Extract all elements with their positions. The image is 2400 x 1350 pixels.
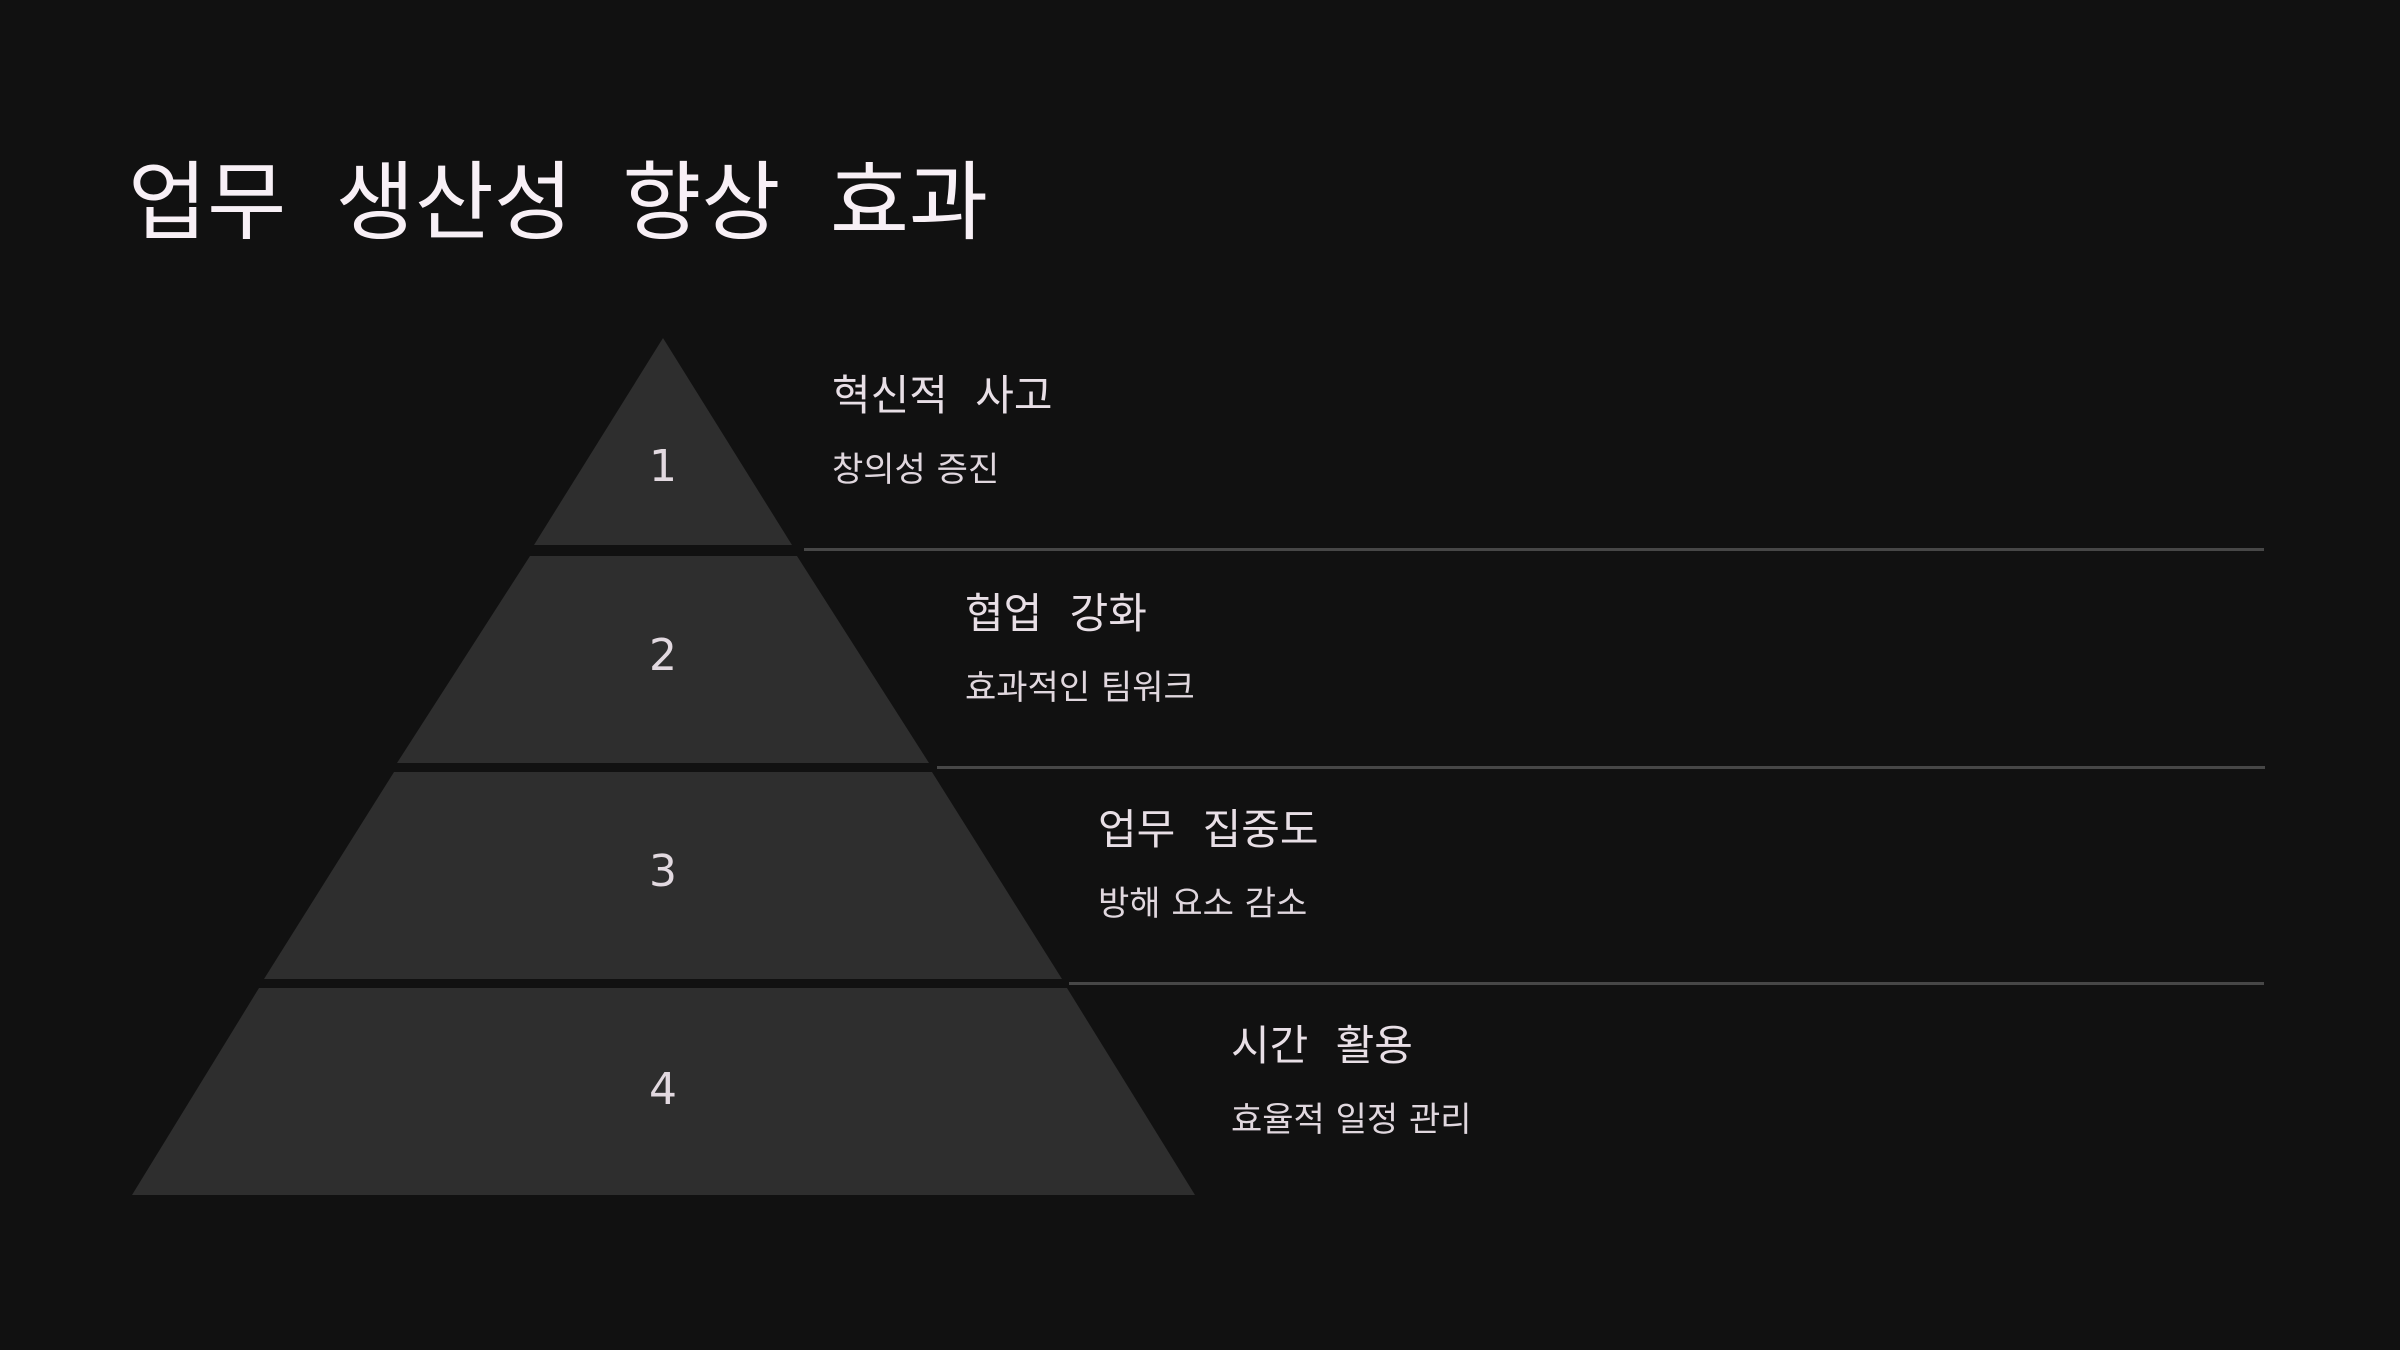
divider-3 — [1069, 982, 2264, 985]
tier-3-heading: 업무 집중도 — [1098, 805, 1319, 854]
tier-4-number: 4 — [649, 1064, 677, 1115]
tier-2-number: 2 — [649, 630, 677, 681]
tier-4-subtext: 효율적 일정 관리 — [1231, 1100, 1472, 1140]
slide-title: 업무 생산성 향상 효과 — [128, 153, 989, 253]
tier-1-subtext: 창의성 증진 — [832, 450, 1000, 490]
tier-3-number: 3 — [649, 846, 677, 897]
tier-1-number: 1 — [649, 441, 677, 492]
divider-2 — [937, 766, 2265, 769]
pyramid-tier-2 — [397, 556, 929, 763]
pyramid-tier-4 — [132, 988, 1195, 1195]
pyramid-tier-1 — [534, 338, 792, 545]
tier-1-heading: 혁신적 사고 — [832, 371, 1053, 420]
tier-2-subtext: 효과적인 팀워크 — [965, 668, 1195, 708]
pyramid-tier-3 — [264, 772, 1062, 979]
tier-1-description: 혁신적 사고 창의성 증진 — [832, 370, 1053, 492]
tier-3-subtext: 방해 요소 감소 — [1098, 884, 1308, 924]
tier-2-description: 협업 강화 효과적인 팀워크 — [965, 588, 1195, 710]
tier-4-heading: 시간 활용 — [1231, 1021, 1413, 1070]
tier-2-heading: 협업 강화 — [965, 589, 1147, 638]
tier-3-description: 업무 집중도 방해 요소 감소 — [1098, 804, 1319, 926]
tier-4-description: 시간 활용 효율적 일정 관리 — [1231, 1020, 1472, 1142]
divider-1 — [804, 548, 2264, 551]
